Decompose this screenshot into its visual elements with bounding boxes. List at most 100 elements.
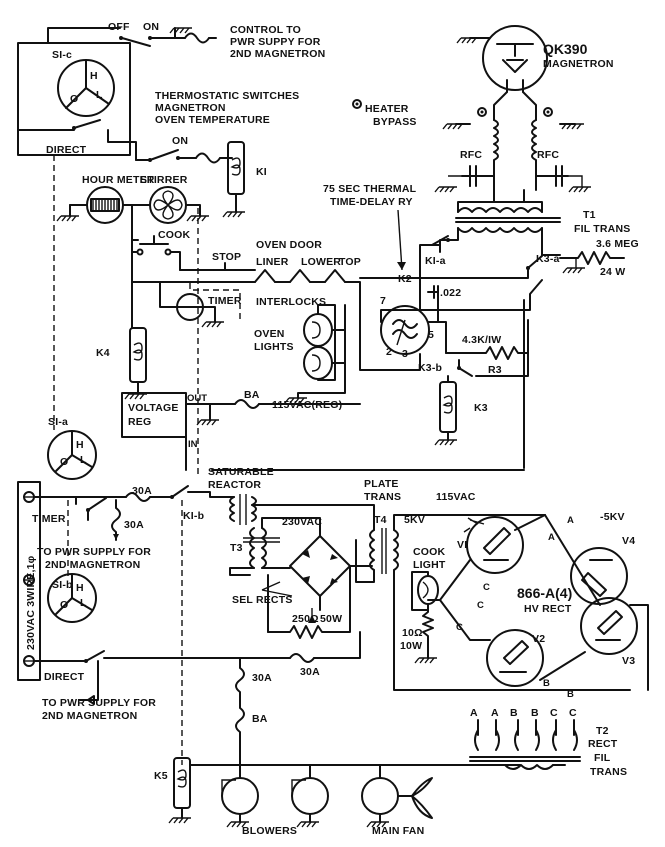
fuse-control <box>184 32 210 44</box>
control-label-2: PWR SUPPY FOR <box>230 36 321 48</box>
rect-label-1: RECT <box>588 738 618 750</box>
k1a-label: KI-a <box>425 255 446 267</box>
oven-lights-label-2: LIGHTS <box>254 341 294 353</box>
main-fan-motor <box>361 777 433 819</box>
timer-mid-label: TIMER <box>208 295 242 307</box>
rfc-right <box>531 119 537 191</box>
v4-label: V4 <box>622 535 635 547</box>
fuse-thermo <box>195 152 221 164</box>
fuse-30a-2-label: 30A <box>124 519 144 531</box>
r3-label: R3 <box>488 364 502 376</box>
heater-bypass-terminal <box>352 99 362 109</box>
t4-label: T4 <box>374 514 387 526</box>
filament-transformer-t1 <box>455 207 561 233</box>
res-10-label: 10Ω <box>402 627 423 639</box>
resistor-250 <box>267 565 351 639</box>
fuse-30a-2 <box>111 499 121 541</box>
ba-b: B <box>543 678 550 689</box>
timer-linkage <box>189 283 241 322</box>
stirrer-motor <box>149 186 187 224</box>
res-43k-label: 4.3K/IW <box>462 334 501 346</box>
selector-switch-s1c: H L O SI-c <box>17 42 131 156</box>
rfc-left <box>493 119 499 191</box>
wire-s1c-top <box>47 27 121 44</box>
minus5kv-label: -5KV <box>600 511 625 523</box>
s1b-o-label: O <box>60 599 68 611</box>
control-label-1: CONTROL TO <box>230 24 301 36</box>
stirrer-label: STIRRER <box>140 174 188 186</box>
thermo-label-3: OVEN TEMPERATURE <box>155 114 270 126</box>
s1c-label: SI-c <box>52 49 72 61</box>
s1b-l-label: L <box>80 597 87 609</box>
k4-label: K4 <box>96 347 110 359</box>
heater-label: HEATER <box>365 103 409 115</box>
sat-label-2: REACTOR <box>208 479 261 491</box>
ba-top-label: BA <box>244 389 260 401</box>
door-interlock-switches <box>254 269 346 283</box>
k1-label: KI <box>256 166 267 178</box>
on-label-top: ON <box>143 21 159 33</box>
on-label-mid: ON <box>172 135 188 147</box>
voltage-regulator: VOLTAGE REG <box>121 392 187 438</box>
t2-label: T2 <box>596 725 609 737</box>
relay-k4: K4 <box>96 327 147 383</box>
tube-v1 <box>466 516 524 574</box>
plate-transformer-t4 <box>369 528 399 574</box>
blower-2 <box>291 777 329 815</box>
resistor-r3 <box>445 346 529 360</box>
s1a-label: SI-a <box>48 416 68 428</box>
off-label: OFF <box>108 21 130 33</box>
blower-1 <box>221 777 259 815</box>
cook-label: COOK <box>158 229 191 241</box>
ba-a1: A <box>567 515 574 526</box>
fil-trans-label: FIL TRANS <box>574 223 630 235</box>
top-label: TOP <box>339 256 361 268</box>
blowers-label: BLOWERS <box>242 825 297 837</box>
vac-115-label: 115VAC <box>436 491 476 503</box>
direct-top-label: DIRECT <box>46 144 87 156</box>
ba-b2: B <box>567 689 574 700</box>
s1b-label: SI-b <box>52 579 73 591</box>
cap-022-label: .022 <box>440 287 461 299</box>
magnetron-label: MAGNETRON <box>543 58 614 70</box>
ba-bottom-label: BA <box>252 713 268 725</box>
mains-terminal-strip: 230VAC 3WIRE,1φ <box>17 481 41 681</box>
s1c-h-label: H <box>90 70 98 82</box>
v1-label: VI <box>457 539 467 551</box>
t1-label: T1 <box>583 209 596 221</box>
relay-k1: KI <box>227 141 267 195</box>
timer-left-label: TIMER <box>32 513 66 525</box>
out-label: OUT <box>187 393 207 404</box>
res-36-label: 3.6 MEG <box>596 238 639 250</box>
res-250-label: 250Ω <box>292 613 319 625</box>
interlocks-label: INTERLOCKS <box>256 296 326 308</box>
k3b-label: K3-b <box>418 362 442 374</box>
ba-a2: A <box>548 532 555 543</box>
hour-meter-label: HOUR METER <box>82 174 155 186</box>
fb2: B <box>531 707 539 719</box>
tube-v2 <box>486 629 544 687</box>
k3-label: K3 <box>474 402 488 414</box>
s1c-housing <box>17 42 131 156</box>
cook-light-label-1: COOK <box>413 546 446 558</box>
hv-rect-label: HV RECT <box>524 603 572 615</box>
kv5-label: 5KV <box>404 514 425 526</box>
fuse-ba-top <box>234 399 260 409</box>
s1c-l-label: L <box>96 89 103 101</box>
fuse-30a-4-label: 30A <box>300 666 320 678</box>
t3-label: T3 <box>230 542 243 554</box>
fc2: C <box>569 707 577 719</box>
thermo-switch-blade <box>149 149 179 161</box>
pin3-label: 3 <box>402 348 408 360</box>
thermo-label-1: THERMOSTATIC SWITCHES <box>155 90 299 102</box>
selenium-bridge-rectifier <box>289 535 351 597</box>
control-label-3: 2ND MAGNETRON <box>230 48 325 60</box>
fuse-30a-3 <box>235 657 245 701</box>
in-label: IN <box>188 439 198 450</box>
qk390-label: QK390 <box>543 41 588 57</box>
main-fan-label: MAIN FAN <box>372 825 424 837</box>
k5-label: K5 <box>154 770 168 782</box>
selector-switch-s1b: H L O <box>47 573 97 623</box>
oven-lights-label-1: OVEN <box>254 328 285 340</box>
